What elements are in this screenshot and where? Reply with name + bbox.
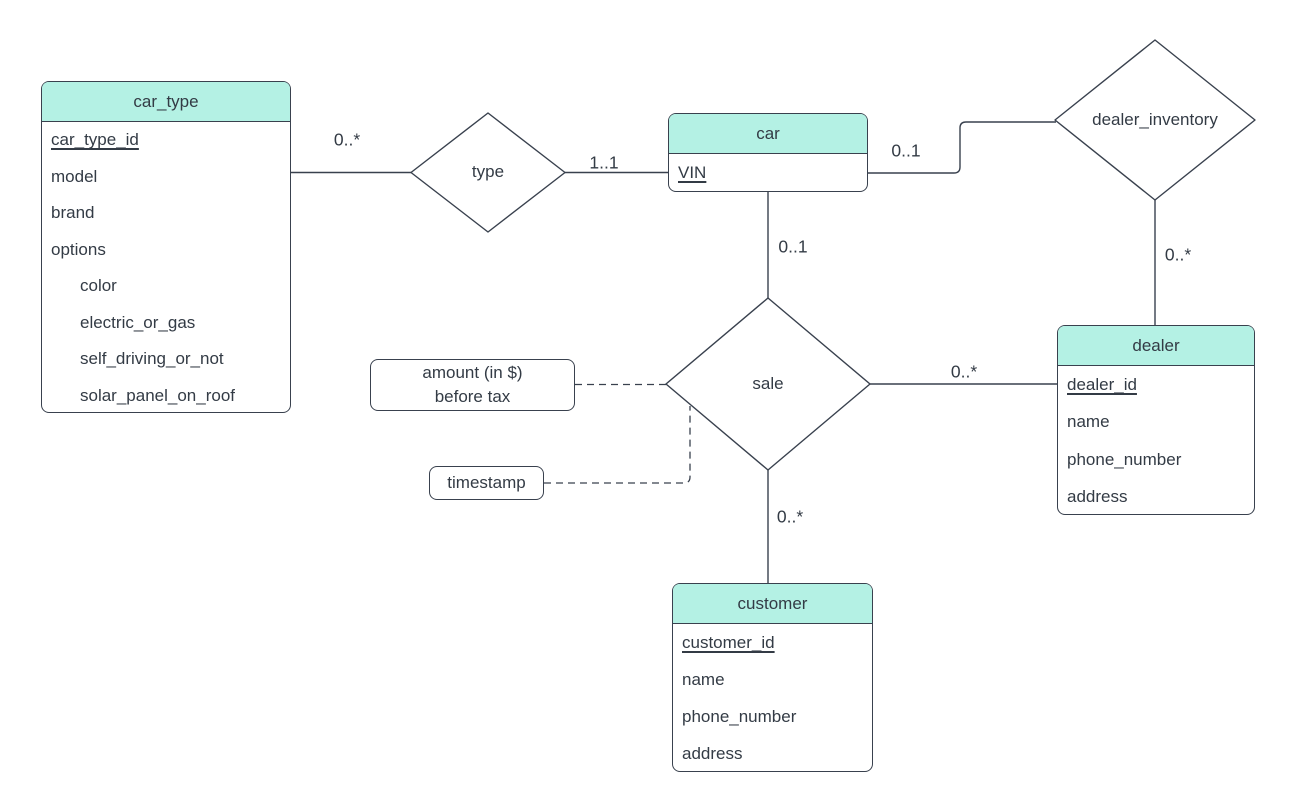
relationship-diamond-dealer-inventory bbox=[1055, 40, 1255, 200]
annotation-amount-line1: amount (in $) bbox=[422, 363, 523, 382]
entity-dealer-title: dealer bbox=[1058, 326, 1254, 366]
attribute-customer-phone-number: phone_number bbox=[682, 706, 797, 726]
entity-car-title: car bbox=[669, 114, 867, 154]
connector-car-to-dealer-inventory bbox=[868, 122, 1056, 173]
entity-dealer: dealer dealer_id name phone_number addre… bbox=[1057, 325, 1255, 515]
attribute-dealer-id: dealer_id bbox=[1067, 374, 1137, 394]
attribute-options: options bbox=[51, 239, 106, 259]
attribute-model: model bbox=[51, 166, 98, 186]
attribute-vin: VIN bbox=[678, 163, 707, 182]
cardinality-car-to-sale: 0..1 bbox=[778, 236, 808, 257]
attribute-customer-name: name bbox=[682, 669, 725, 689]
entity-car: car VIN bbox=[668, 113, 868, 192]
attribute-customer-id: customer_id bbox=[682, 632, 775, 652]
entity-car-type-title: car_type bbox=[42, 82, 290, 122]
relationship-dealer-inventory-label: dealer_inventory bbox=[1092, 110, 1218, 129]
relationship-sale-label: sale bbox=[752, 374, 784, 393]
cardinality-dealer-inventory-to-dealer: 0..* bbox=[1164, 244, 1192, 265]
cardinality-sale-to-dealer: 0..* bbox=[950, 361, 978, 382]
attribute-brand: brand bbox=[51, 203, 95, 223]
entity-car-type: car_type car_type_id model brand options… bbox=[41, 81, 291, 413]
cardinality-car-type-to-type: 0..* bbox=[333, 129, 361, 150]
relationship-diamond-type bbox=[411, 113, 565, 232]
attribute-color: color bbox=[80, 276, 117, 296]
attribute-solar-panel-on-roof: solar_panel_on_roof bbox=[80, 385, 236, 405]
attribute-dealer-phone-number: phone_number bbox=[1067, 449, 1182, 469]
attribute-electric-or-gas: electric_or_gas bbox=[80, 312, 196, 332]
cardinality-sale-to-customer: 0..* bbox=[776, 506, 804, 527]
entity-car-type-attributes: car_type_id model brand options color el… bbox=[42, 122, 290, 414]
attribute-self-driving-or-not: self_driving_or_not bbox=[80, 349, 224, 369]
annotation-timestamp-line1: timestamp bbox=[447, 473, 526, 492]
annotation-timestamp: timestamp bbox=[429, 466, 544, 500]
connector-timestamp-annotation bbox=[544, 406, 690, 483]
annotation-amount: amount (in $) before tax bbox=[370, 359, 575, 411]
entity-customer: customer customer_id name phone_number a… bbox=[672, 583, 873, 772]
cardinality-car-to-dealer-inventory: 0..1 bbox=[891, 140, 921, 161]
entity-car-attributes: VIN bbox=[669, 154, 867, 192]
entity-customer-title: customer bbox=[673, 584, 872, 624]
attribute-customer-address: address bbox=[682, 744, 743, 764]
cardinality-type-to-car: 1..1 bbox=[589, 152, 619, 173]
attribute-dealer-address: address bbox=[1067, 487, 1128, 507]
attribute-car-type-id: car_type_id bbox=[51, 130, 139, 150]
entity-customer-attributes: customer_id name phone_number address bbox=[673, 624, 872, 773]
entity-dealer-attributes: dealer_id name phone_number address bbox=[1058, 366, 1254, 516]
relationship-type-label: type bbox=[471, 162, 505, 181]
annotation-amount-line2: before tax bbox=[434, 387, 511, 406]
relationship-diamond-sale bbox=[666, 298, 870, 470]
attribute-dealer-name: name bbox=[1067, 412, 1110, 432]
